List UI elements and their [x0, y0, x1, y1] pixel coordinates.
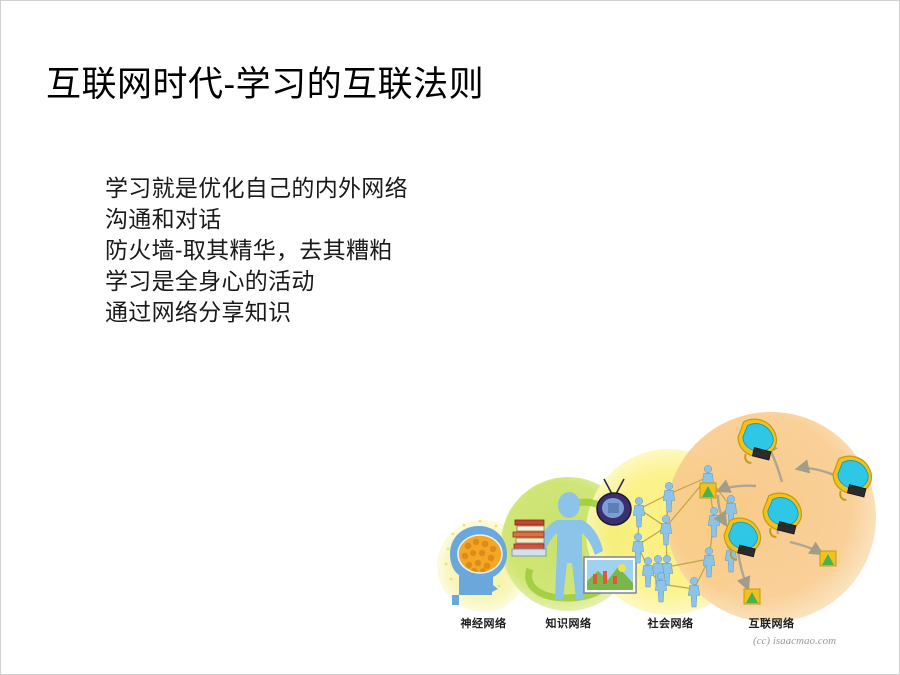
list-item-label: 通过网络分享知识: [105, 299, 292, 325]
laptop-icon: [832, 455, 873, 501]
picture-icon: [583, 556, 637, 594]
stage-label-knowledge: 知识网络: [545, 618, 592, 630]
file-icon: [819, 550, 837, 567]
computer-network-icon: [699, 418, 873, 605]
laptop-icon: [762, 492, 803, 538]
people-network-icon: [631, 465, 738, 608]
list-item-label: 学习就是优化自己的内外网络: [105, 175, 408, 201]
person-books-tv-icon: [511, 478, 637, 602]
network-evolution-diagram: 神经网络 知识网络 社会网络 互联网络: [426, 399, 891, 654]
file-icon: [743, 588, 761, 605]
diamond-bullet-icon: [75, 303, 94, 322]
list-item: 防火墙-取其精华，去其糟粕: [75, 235, 495, 266]
diamond-bullet-icon: [75, 179, 94, 198]
stage-label-internet: 互联网络: [748, 618, 795, 630]
tv-icon: [596, 478, 632, 526]
list-item: 通过网络分享知识: [75, 297, 495, 328]
list-item: 学习是全身心的活动: [75, 266, 495, 297]
bullet-list: 学习就是优化自己的内外网络 沟通和对话 防火墙-取其精华，去其糟粕 学习是全身心…: [75, 173, 495, 328]
books-icon: [511, 519, 547, 557]
list-item: 沟通和对话: [75, 204, 495, 235]
list-item-label: 防火墙-取其精华，去其糟粕: [105, 237, 393, 263]
diamond-bullet-icon: [75, 241, 94, 260]
diamond-bullet-icon: [75, 210, 94, 229]
page-title: 互联网时代-学习的互联法则: [46, 65, 485, 104]
list-item-label: 沟通和对话: [105, 206, 222, 232]
laptop-icon: [723, 517, 762, 561]
brain-head-icon: [444, 519, 515, 605]
credit-text: (cc) isaacmao.com: [753, 635, 837, 647]
diamond-bullet-icon: [75, 272, 94, 291]
list-item-label: 学习是全身心的活动: [105, 268, 315, 294]
stage-label-social: 社会网络: [647, 618, 694, 630]
stage-label-neural: 神经网络: [460, 618, 507, 630]
list-item: 学习就是优化自己的内外网络: [75, 173, 495, 204]
laptop-icon: [737, 418, 778, 464]
file-icon: [699, 482, 717, 499]
